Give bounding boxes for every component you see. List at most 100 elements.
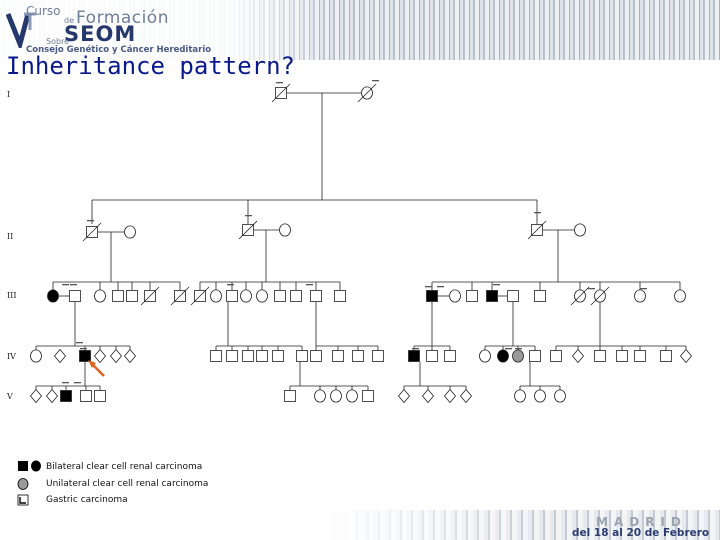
deceased-mark [238,220,258,240]
male-symbol [284,390,296,402]
male-symbol [60,390,72,402]
header-fade [0,0,330,60]
logo-sobre-text: Sobre [46,37,70,46]
male-symbol [272,350,284,362]
annotation-mark [515,348,522,350]
legend-gastric-square-icon [17,494,29,506]
female-symbol [330,389,342,403]
male-symbol [256,350,268,362]
unknown-sex-symbol [571,348,585,364]
legend-bilateral-circle-icon [31,460,41,472]
male-symbol [362,390,374,402]
male-symbol [594,350,606,362]
legend-unilateral-circle-icon [17,478,29,490]
male-symbol [507,290,519,302]
legend-label-bilateral: Bilateral clear cell renal carcinoma [46,462,203,472]
seom-logo: Curso de Formación Sobre SEOM Consejo Ge… [6,2,226,56]
unknown-sex-symbol [459,388,473,404]
deceased-mark [271,83,291,103]
footer-city: MADRID [596,515,687,529]
annotation-mark [493,284,500,286]
logo-subtitle: Consejo Genético y Cáncer Hereditario [26,45,212,55]
unknown-sex-symbol [53,348,67,364]
deceased-mark [170,286,190,306]
legend-symbols [17,460,41,506]
annotation-mark [62,382,69,384]
deceased-mark [590,286,610,306]
female-symbol [346,389,358,403]
logo-curso-text: Curso [26,4,61,18]
female-symbol [30,349,42,363]
annotation-mark [640,288,647,290]
legend-label-gastric: Gastric carcinoma [46,495,128,505]
female-symbol [47,289,59,303]
male-symbol [486,290,498,302]
unknown-sex-symbol [93,348,107,364]
deceased-mark [570,286,590,306]
deceased-mark [190,286,210,306]
unknown-sex-symbol [421,388,435,404]
proband-arrowhead [88,360,96,368]
male-symbol [426,350,438,362]
annotation-mark [74,382,81,384]
footer-fade [0,510,540,540]
generation-label-V: V [6,392,13,401]
deceased-mark [527,220,547,240]
female-symbol [554,389,566,403]
female-symbol [124,225,136,239]
male-symbol [226,290,238,302]
female-symbol [94,289,106,303]
male-symbol [310,290,322,302]
male-symbol [660,350,672,362]
male-symbol [112,290,124,302]
annotation-mark [76,342,83,344]
female-symbol [314,389,326,403]
male-symbol [466,290,478,302]
annotation-mark [588,288,595,290]
annotation-mark [276,82,283,84]
male-symbol [290,290,302,302]
female-symbol [497,349,509,363]
annotation-mark [425,286,432,288]
female-symbol [479,349,491,363]
male-symbol [80,390,92,402]
annotation-mark [62,284,69,286]
generation-label-IV: IV [7,352,16,361]
male-symbol [79,350,91,362]
logo-formacion-text: Formación [76,8,169,28]
female-symbol [634,289,646,303]
female-symbol [240,289,252,303]
female-symbol [574,223,586,237]
slide-title: Inheritance pattern? [6,52,295,80]
generation-label-I: I [7,90,10,99]
female-symbol [534,389,546,403]
male-symbol [126,290,138,302]
female-symbol [279,223,291,237]
footer-dates: del 18 al 20 de Febrero [572,527,710,539]
annotation-mark [372,80,379,82]
annotation-mark [534,212,541,214]
male-symbol [334,290,346,302]
logo-seom-text: SEOM [64,22,137,46]
proband-arrow [91,363,105,377]
male-symbol [408,350,420,362]
male-symbol [94,390,106,402]
male-symbol [372,350,384,362]
logo-mark-icon [6,12,36,48]
annotation-mark [80,348,87,350]
female-symbol [256,289,268,303]
annotation-mark [505,348,512,350]
female-symbol [210,289,222,303]
legend-bilateral-square-icon [18,461,28,471]
male-symbol [534,290,546,302]
male-symbol [69,290,81,302]
male-symbol [529,350,541,362]
annotation-mark [87,220,94,222]
annotation-mark [70,284,77,286]
annotation-mark [412,348,419,350]
male-symbol [550,350,562,362]
deceased-mark [82,222,102,242]
female-symbol [514,389,526,403]
male-symbol [616,350,628,362]
generation-label-II: II [7,232,13,241]
